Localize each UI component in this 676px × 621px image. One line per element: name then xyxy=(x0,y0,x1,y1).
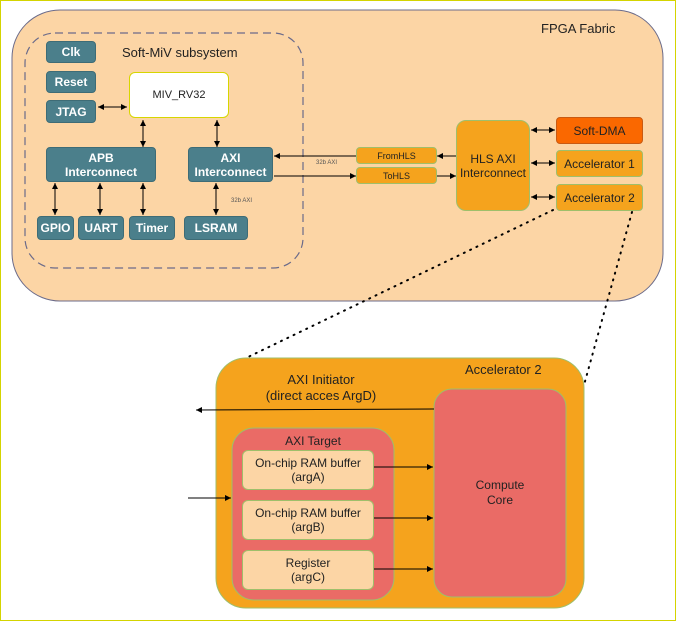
gpio-block[interactable]: GPIO xyxy=(37,216,74,240)
register-argc-block[interactable]: Register (argC) xyxy=(242,550,374,590)
apb-label-line1: APB xyxy=(88,150,114,165)
initiator-out-link xyxy=(195,406,435,413)
reset-block[interactable]: Reset xyxy=(46,71,96,93)
core-line2: Core xyxy=(486,493,513,507)
bufB-line1: On-chip RAM buffer xyxy=(255,506,361,520)
axi-32b-horizontal-label: 32b AXI xyxy=(316,160,338,166)
reg-line1: Register xyxy=(285,556,331,570)
hls-axi-interconnect-block[interactable]: HLS AXI Interconnect xyxy=(456,120,530,211)
bufA-line1: On-chip RAM buffer xyxy=(255,456,361,470)
bufB-line2: (argB) xyxy=(291,520,325,534)
soft-miv-subsystem-region xyxy=(24,32,304,269)
miv-rv32-cpu-block[interactable]: MIV_RV32 xyxy=(129,72,229,118)
axi-label-line1: AXI xyxy=(220,150,241,165)
axi-initiator-label: AXI Initiator (direct acces ArgD) xyxy=(260,372,382,404)
accelerator2-detail-title: Accelerator 2 xyxy=(465,362,542,377)
core-line1: Compute xyxy=(475,478,525,492)
apb-label-line2: Interconnect xyxy=(64,164,137,179)
clk-block[interactable]: Clk xyxy=(46,41,96,63)
compute-core-label: Compute Core xyxy=(434,478,566,508)
accelerator1-block[interactable]: Accelerator 1 xyxy=(556,150,643,177)
fpga-fabric-label: FPGA Fabric xyxy=(541,21,616,36)
hls-label-line2: Interconnect xyxy=(459,165,527,180)
ram-buffer-arga-block[interactable]: On-chip RAM buffer (argA) xyxy=(242,450,374,490)
axi-target-label: AXI Target xyxy=(285,434,341,448)
jtag-block[interactable]: JTAG xyxy=(46,100,96,123)
initiator-line2: (direct acces ArgD) xyxy=(265,388,377,403)
hls-label-line1: HLS AXI xyxy=(470,151,516,166)
axi-interconnect-block[interactable]: AXI Interconnect xyxy=(188,147,273,182)
fromhls-block[interactable]: FromHLS xyxy=(356,147,437,164)
zoom-dotted-left xyxy=(245,209,554,359)
zoom-dotted-right xyxy=(583,211,633,386)
accelerator2-block[interactable]: Accelerator 2 xyxy=(556,184,643,211)
reg-line2: (argC) xyxy=(290,570,325,584)
axi-label-line2: Interconnect xyxy=(194,164,267,179)
apb-interconnect-block[interactable]: APB Interconnect xyxy=(46,147,156,182)
soft-miv-subsystem-label: Soft-MiV subsystem xyxy=(122,45,238,60)
timer-block[interactable]: Timer xyxy=(129,216,175,240)
lsram-block[interactable]: LSRAM xyxy=(184,216,248,240)
uart-block[interactable]: UART xyxy=(78,216,124,240)
bufA-line2: (argA) xyxy=(291,470,325,484)
initiator-line1: AXI Initiator xyxy=(287,372,355,387)
soft-dma-block[interactable]: Soft-DMA xyxy=(556,117,643,144)
ram-buffer-argb-block[interactable]: On-chip RAM buffer (argB) xyxy=(242,500,374,540)
axi-32b-vertical-label: 32b AXI xyxy=(231,198,253,204)
compute-core-region xyxy=(433,388,567,598)
tohls-block[interactable]: ToHLS xyxy=(356,167,437,184)
